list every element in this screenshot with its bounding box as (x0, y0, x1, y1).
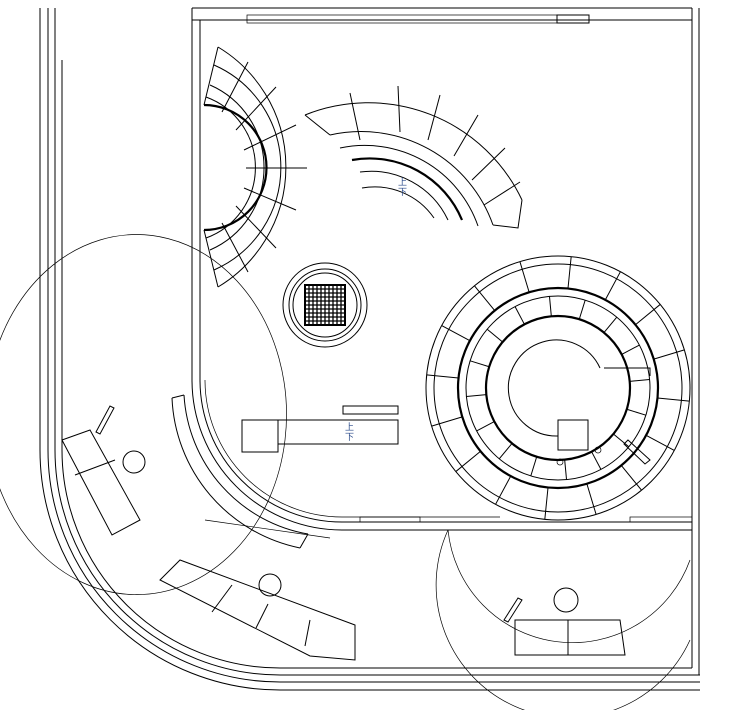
desk-cluster-right (503, 587, 626, 656)
curved-bench-left (171, 394, 331, 549)
seating-arc-top-left (203, 46, 307, 288)
center-stage: 上 下 (241, 405, 399, 453)
stair-label-down: 下 (398, 188, 407, 198)
seating-ring-right (425, 255, 691, 521)
ring-radials (426, 256, 690, 520)
desk-cluster-left (61, 405, 356, 661)
inner-room-walls (191, 7, 693, 531)
center-round-well (282, 262, 368, 348)
exterior-walls (39, 8, 700, 691)
center-label-down: 下 (345, 433, 354, 443)
well-grid (304, 284, 346, 326)
seating-arc-top-center: 上 下 (304, 85, 523, 229)
center-label-up: 上 (345, 422, 354, 433)
stair-label-up: 上 (398, 177, 407, 188)
swing-arcs (0, 234, 691, 710)
